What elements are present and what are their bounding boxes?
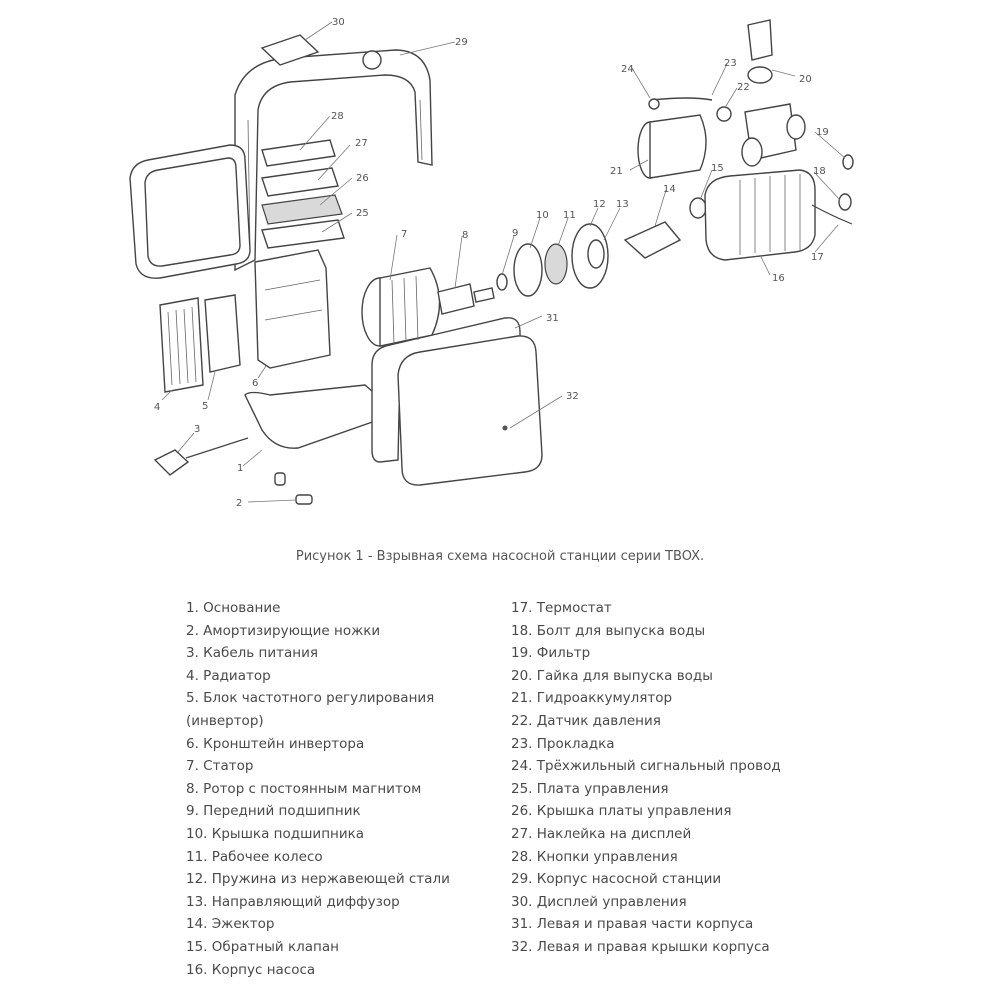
callout-9: 9 <box>512 228 518 239</box>
callout-30: 30 <box>332 17 345 28</box>
part-feet <box>274 472 313 505</box>
legend-item: 17. Термостат <box>511 600 612 616</box>
legend-item: 30. Дисплей управления <box>511 893 687 910</box>
legend-item: 23. Прокладка <box>511 735 615 752</box>
legend-item: 32. Левая и правая крышки корпуса <box>511 938 770 955</box>
part-pump-body <box>704 169 816 261</box>
legend-item: 9. Передний подшипник <box>186 803 361 820</box>
part-inverter <box>204 294 241 373</box>
legend-left-column: 1. Основание 2. Амортизирующие ножки 3. … <box>186 597 450 981</box>
part-inverter-bracket <box>254 249 331 369</box>
part-rotor <box>437 283 495 315</box>
leader-lines <box>161 21 846 503</box>
callout-15: 15 <box>711 163 724 174</box>
legend-item: 19. Фильтр <box>511 645 591 662</box>
legend-item: 2. Амортизирующие ножки <box>186 622 381 639</box>
part-check-valve <box>689 197 707 219</box>
legend-item: 5. Блок частотного регулирования <box>186 690 435 707</box>
legend-item: 6. Кронштейн инвертора <box>186 735 365 752</box>
legend-item: 1. Основание <box>186 600 281 616</box>
callout-26: 26 <box>356 173 369 184</box>
legend-item: 14. Эжектор <box>186 916 275 933</box>
legend-item: 29. Корпус насосной станции <box>511 871 722 888</box>
part-side-panel <box>129 144 251 279</box>
callout-20: 20 <box>799 74 812 85</box>
part-power-cable <box>153 437 249 476</box>
part-small-fittings <box>811 154 854 225</box>
callout-19: 19 <box>816 127 829 138</box>
callout-17: 17 <box>811 252 824 263</box>
callout-8: 8 <box>462 230 468 241</box>
callout-6: 6 <box>252 378 258 389</box>
part-bearing-cover <box>513 243 543 297</box>
callout-14: 14 <box>663 184 676 195</box>
callout-7: 7 <box>401 229 407 240</box>
part-stator <box>361 267 441 347</box>
legend-item: 21. Гидроаккумулятор <box>511 690 673 707</box>
legend-item: 10. Крышка подшипника <box>186 825 365 842</box>
callout-24: 24 <box>621 64 634 75</box>
part-control-stack <box>261 139 345 249</box>
legend-item: 31. Левая и правая части корпуса <box>511 916 754 933</box>
part-signal-cable <box>648 97 713 110</box>
callout-16: 16 <box>772 273 785 284</box>
legend-item: 25. Плата управления <box>511 780 669 797</box>
callout-28: 28 <box>331 111 344 122</box>
callout-21: 21 <box>610 166 623 177</box>
part-accumulator <box>637 114 707 179</box>
legend-item: 12. Пружина из нержавеющей стали <box>186 871 450 888</box>
callout-2: 2 <box>236 498 242 509</box>
legend-item: 16. Корпус насоса <box>186 961 316 978</box>
legend-item: 7. Статор <box>186 758 254 775</box>
part-radiator <box>159 297 204 393</box>
callout-18: 18 <box>813 166 826 177</box>
callout-labels: 1 2 3 4 5 6 7 8 9 10 11 12 13 14 15 16 1… <box>154 17 829 509</box>
legend-item: 27. Наклейка на дисплей <box>511 825 692 842</box>
callout-12: 12 <box>593 199 606 210</box>
part-base <box>244 384 381 449</box>
callout-11: 11 <box>563 210 576 221</box>
legend-item: 24. Трёхжильный сигнальный провод <box>511 758 781 775</box>
legend-item: 18. Болт для выпуска воды <box>511 622 706 639</box>
callout-29: 29 <box>455 37 468 48</box>
legend-item: 13. Направляющий диффузор <box>186 893 400 910</box>
part-housing-side <box>371 317 521 463</box>
part-pressure-sensor <box>716 19 773 122</box>
legend-item: (инвертор) <box>186 712 264 729</box>
legend-item: 4. Радиатор <box>186 667 271 684</box>
part-diffuser <box>571 223 609 289</box>
legend-item: 26. Крышка платы управления <box>511 803 732 820</box>
legend-item: 28. Кнопки управления <box>511 848 678 865</box>
part-housing-cover <box>397 335 543 486</box>
figure-caption: Рисунок 1 - Взрывная схема насосной стан… <box>295 549 705 564</box>
callout-1: 1 <box>237 463 243 474</box>
callout-31: 31 <box>546 313 559 324</box>
part-display <box>260 34 320 66</box>
callout-25: 25 <box>356 208 369 219</box>
part-pump-neck <box>741 103 806 167</box>
callout-3: 3 <box>194 424 200 435</box>
part-impeller <box>544 243 568 285</box>
legend-item: 11. Рабочее колесо <box>186 848 323 865</box>
part-ejector <box>623 221 682 259</box>
exploded-diagram: 1 2 3 4 5 6 7 8 9 10 11 12 13 14 15 16 1… <box>129 17 854 509</box>
legend-item: 15. Обратный клапан <box>186 938 339 955</box>
callout-5: 5 <box>202 401 208 412</box>
callout-10: 10 <box>536 210 549 221</box>
callout-22: 22 <box>737 82 750 93</box>
callout-23: 23 <box>724 58 737 69</box>
callout-13: 13 <box>616 199 629 210</box>
legend-item: 8. Ротор с постоянным магнитом <box>186 780 422 797</box>
part-bearing <box>496 273 508 291</box>
legend-right-column: 17. Термостат 18. Болт для выпуска воды … <box>511 597 781 959</box>
part-station-housing <box>234 49 433 272</box>
legend-item: 20. Гайка для выпуска воды <box>511 667 713 684</box>
callout-27: 27 <box>355 138 368 149</box>
callout-32: 32 <box>566 391 579 402</box>
callout-4: 4 <box>154 402 160 413</box>
legend-item: 22. Датчик давления <box>511 712 661 729</box>
legend-item: 3. Кабель питания <box>186 645 318 662</box>
